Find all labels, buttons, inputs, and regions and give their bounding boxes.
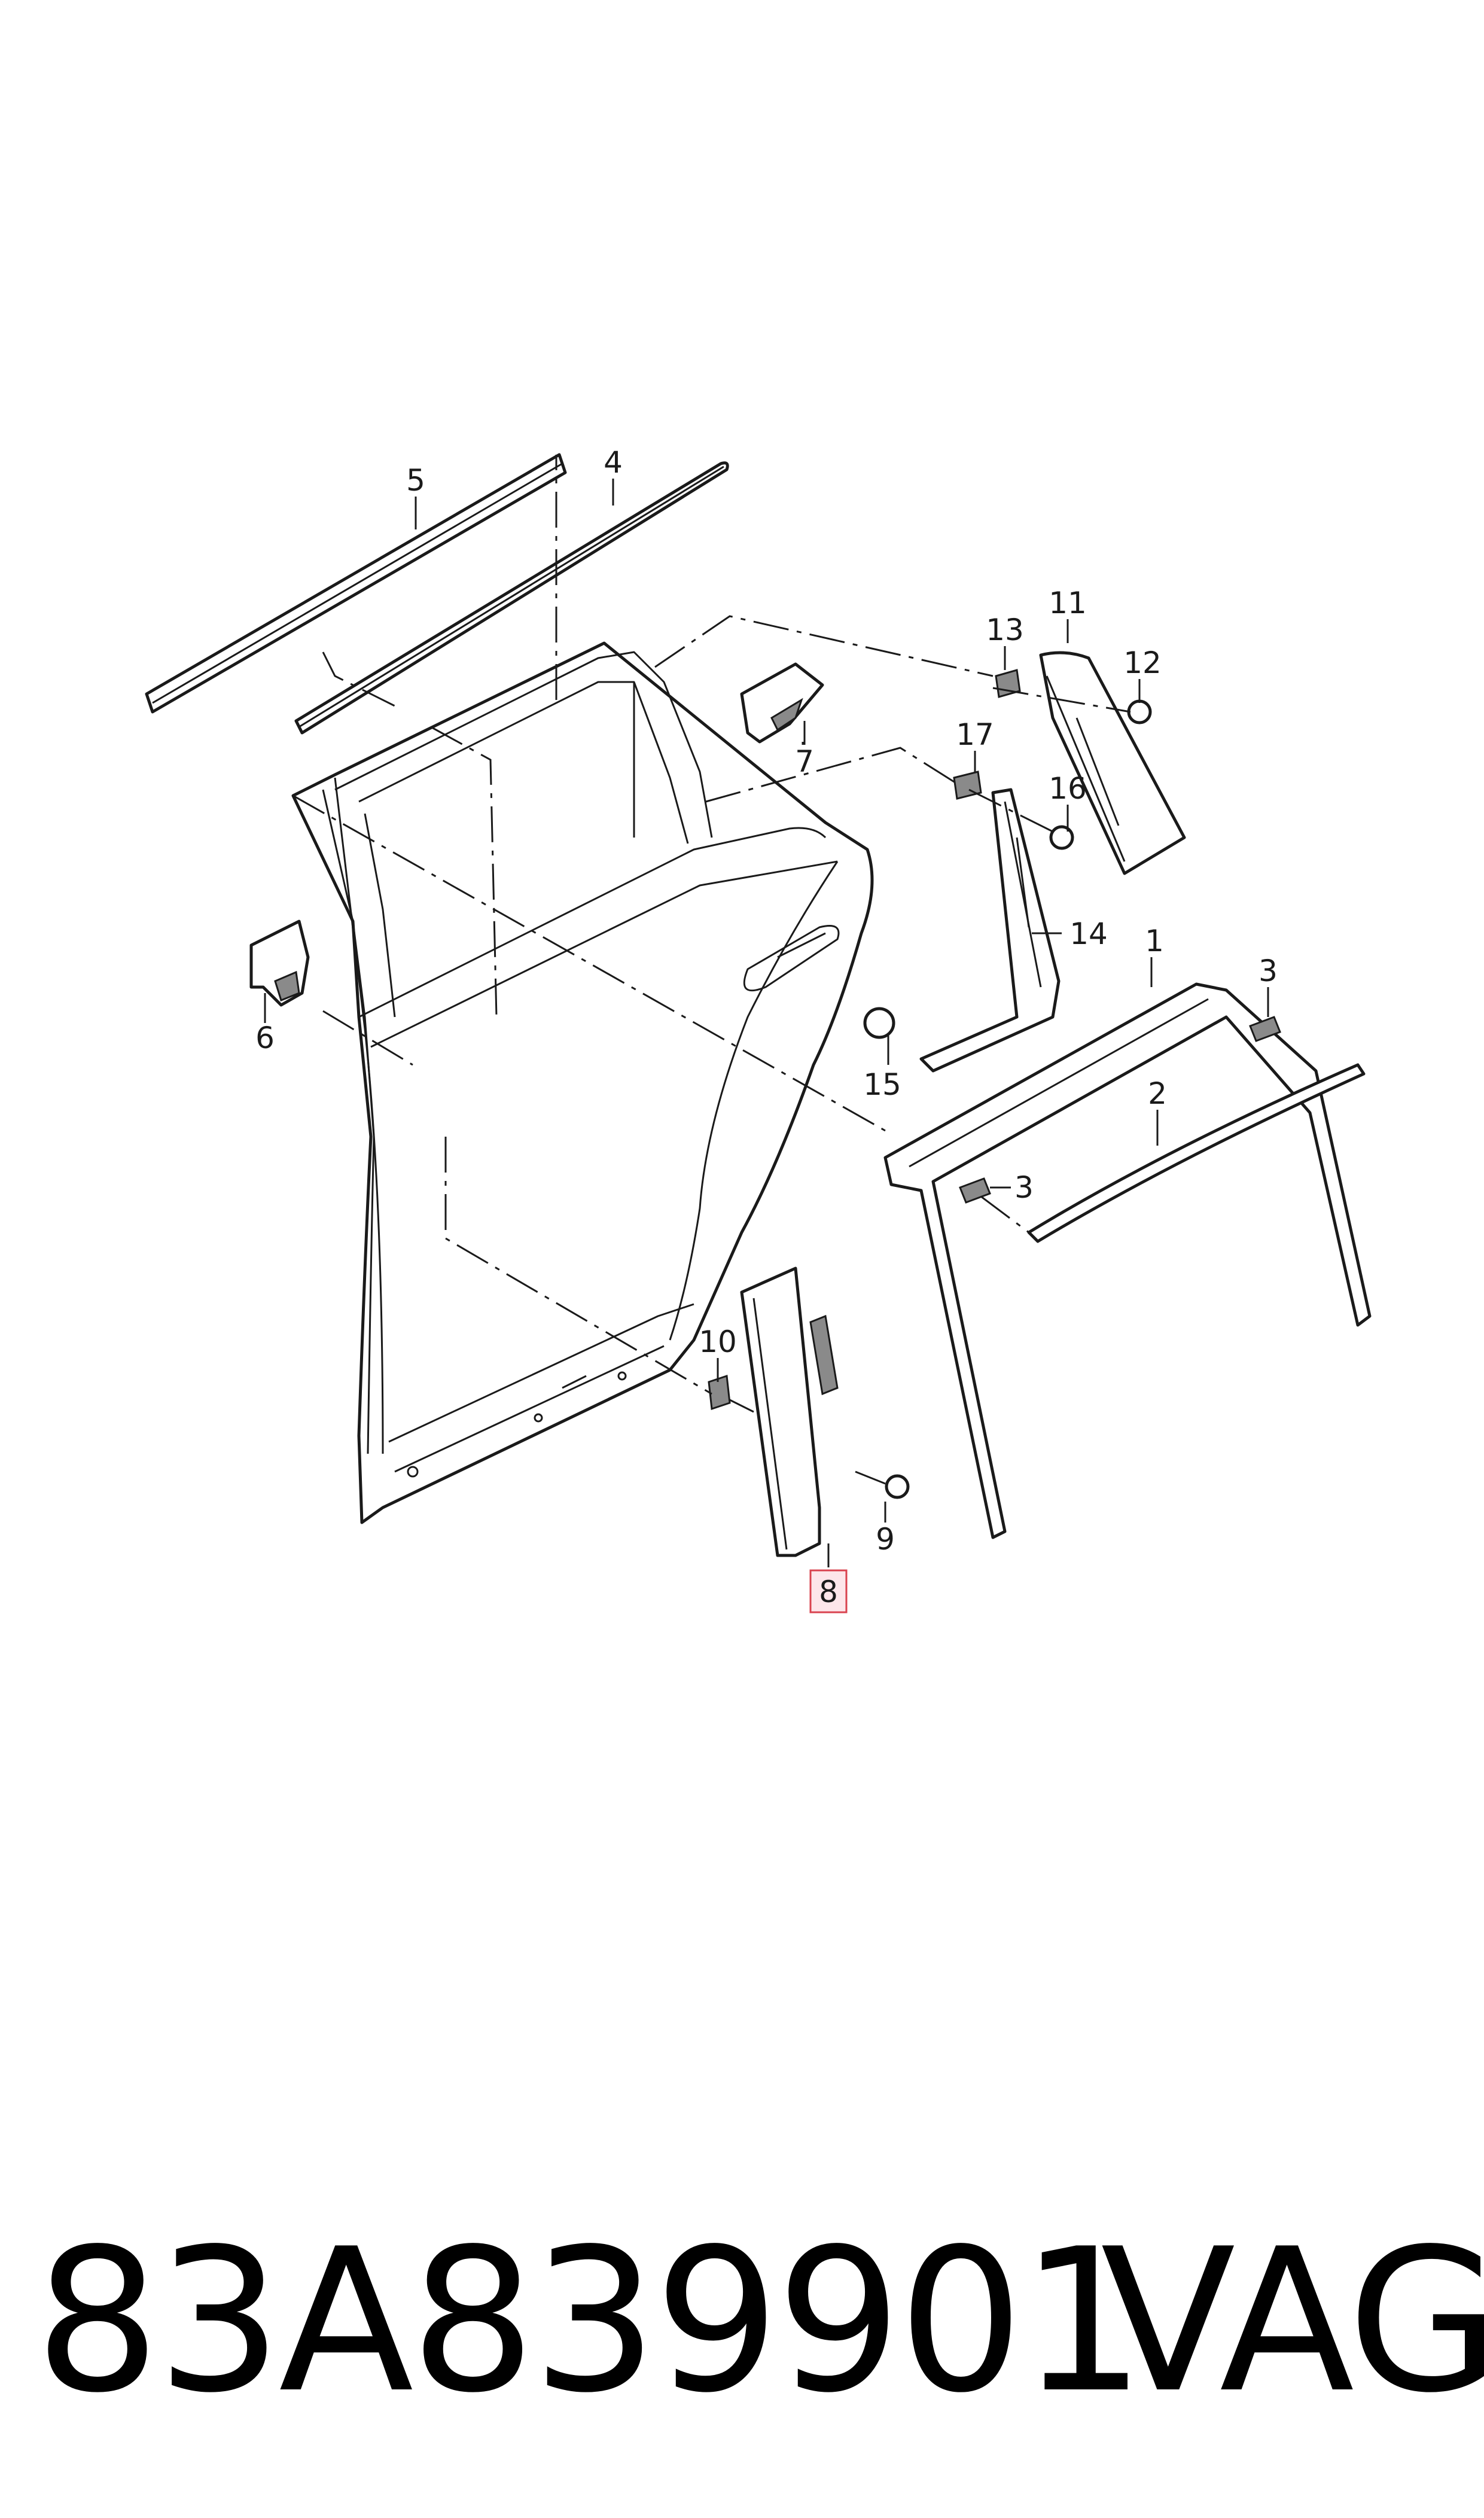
callout-7[interactable]: 7 [795, 744, 814, 779]
part-14-pillar-trim [919, 788, 1061, 1073]
callout-8-highlight [809, 1569, 848, 1613]
part-6-bracket [249, 919, 310, 1007]
part-number: 83A839901 [35, 2206, 1145, 2436]
callout-2[interactable]: 2 [1148, 1076, 1167, 1111]
callout-3-upper[interactable]: 3 [1258, 954, 1278, 988]
callout-1[interactable]: 1 [1145, 924, 1164, 958]
screw-12 [1127, 699, 1152, 724]
callout-9[interactable]: 9 [876, 1522, 895, 1557]
part-4-trim-strip [294, 461, 729, 735]
callout-3-lower[interactable]: 3 [1014, 1170, 1034, 1205]
part-1-window-frame [883, 982, 1372, 1539]
clip-10 [708, 1374, 731, 1411]
part-8-trim [740, 1266, 839, 1557]
callout-14[interactable]: 14 [1069, 917, 1108, 951]
callout-11[interactable]: 11 [1049, 586, 1087, 620]
callout-8[interactable]: 8 [819, 1575, 838, 1609]
callout-10[interactable]: 10 [699, 1325, 737, 1359]
rear-door-body [291, 641, 874, 1524]
callout-16[interactable]: 16 [1049, 771, 1087, 806]
screw-15 [863, 1007, 895, 1039]
callouts: 1 2 3 3 4 5 6 7 8 9 10 11 12 13 14 15 16… [255, 445, 1278, 1613]
callout-13[interactable]: 13 [986, 613, 1024, 647]
reference-lines [292, 455, 1131, 1413]
screw-16 [1049, 825, 1074, 850]
clip-3-lower [959, 1177, 991, 1204]
callout-17[interactable]: 17 [956, 717, 994, 752]
brand-label: VAG [1101, 2206, 1484, 2436]
callout-6[interactable]: 6 [255, 1021, 275, 1055]
callout-12[interactable]: 12 [1123, 646, 1162, 680]
clip-3-upper [1249, 1016, 1281, 1042]
callout-15[interactable]: 15 [863, 1067, 901, 1102]
callout-5[interactable]: 5 [406, 463, 425, 498]
callout-leaders [264, 479, 1269, 1567]
part-2-seal [1027, 1063, 1366, 1243]
callout-4[interactable]: 4 [604, 445, 623, 480]
parts-diagram: 1 2 3 3 4 5 6 7 8 9 10 11 12 13 14 15 16… [145, 445, 1372, 1613]
part-7-bracket [740, 662, 824, 744]
part-footer: 83A839901 VAG [0, 2202, 1484, 2441]
part-5-outer-seal [145, 453, 567, 714]
screw-9 [855, 1470, 910, 1499]
part-11-cover [1039, 651, 1186, 875]
